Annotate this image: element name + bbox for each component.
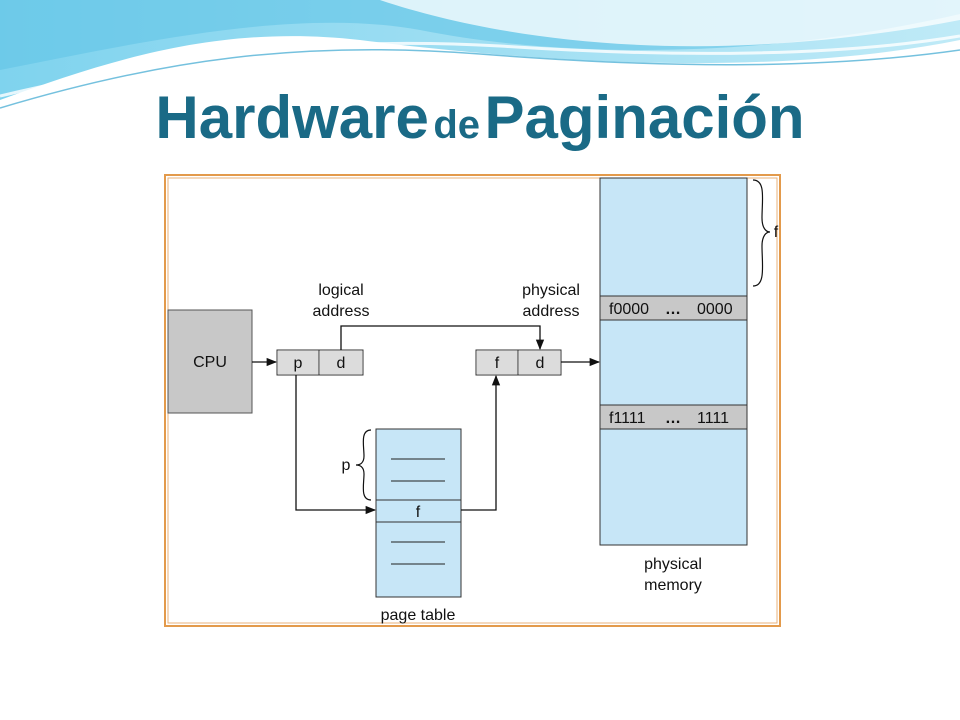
cpu-box: [167, 309, 253, 414]
brace-p-label: p: [342, 457, 351, 474]
logical-address-label-2: address: [313, 303, 370, 320]
title-part-2: de: [433, 103, 481, 147]
physical-f-field: f: [495, 355, 500, 372]
physical-address-register: f d: [475, 349, 562, 376]
memory-frame-end-row: [599, 404, 748, 430]
physical-address-label-2: address: [523, 303, 580, 320]
physical-memory: f0000 … 0000 f1111 … 1111: [599, 177, 748, 546]
header-wave-decoration: [0, 0, 960, 109]
page-table: f: [375, 428, 462, 598]
svg-text:f0000: f0000: [609, 301, 649, 318]
mem-row1-suffix: 0000: [697, 301, 733, 318]
page-title: Hardware de Paginación: [0, 88, 960, 148]
mem-row2-suffix: 1111: [697, 410, 729, 427]
title-part-3: Paginación: [484, 84, 805, 151]
page-table-label: page table: [381, 607, 456, 624]
mem-row1-prefix: f0000: [609, 301, 649, 318]
logical-p-field: p: [294, 355, 303, 372]
physical-memory-label-2: memory: [644, 577, 702, 594]
brace-f: [752, 179, 771, 287]
title-part-1: Hardware: [155, 84, 429, 151]
cpu-label: CPU: [193, 354, 227, 371]
page-table-entry: [375, 499, 462, 523]
brace-f-label: f: [774, 224, 779, 241]
logical-address-register: p d: [276, 349, 364, 376]
mem-row2-dots: …: [665, 410, 681, 427]
physical-memory-label-1: physical: [644, 556, 702, 573]
logical-d-field: d: [337, 355, 346, 372]
mem-row1-dots: …: [665, 301, 681, 318]
physical-d-field: d: [536, 355, 545, 372]
brace-p: [355, 429, 372, 501]
mem-row2-prefix: f1111: [609, 410, 646, 427]
physical-address-label-1: physical: [522, 282, 580, 299]
page-table-entry-f: f: [416, 504, 421, 521]
memory-frame-start-row: [599, 295, 748, 321]
logical-address-label-1: logical: [318, 282, 363, 299]
